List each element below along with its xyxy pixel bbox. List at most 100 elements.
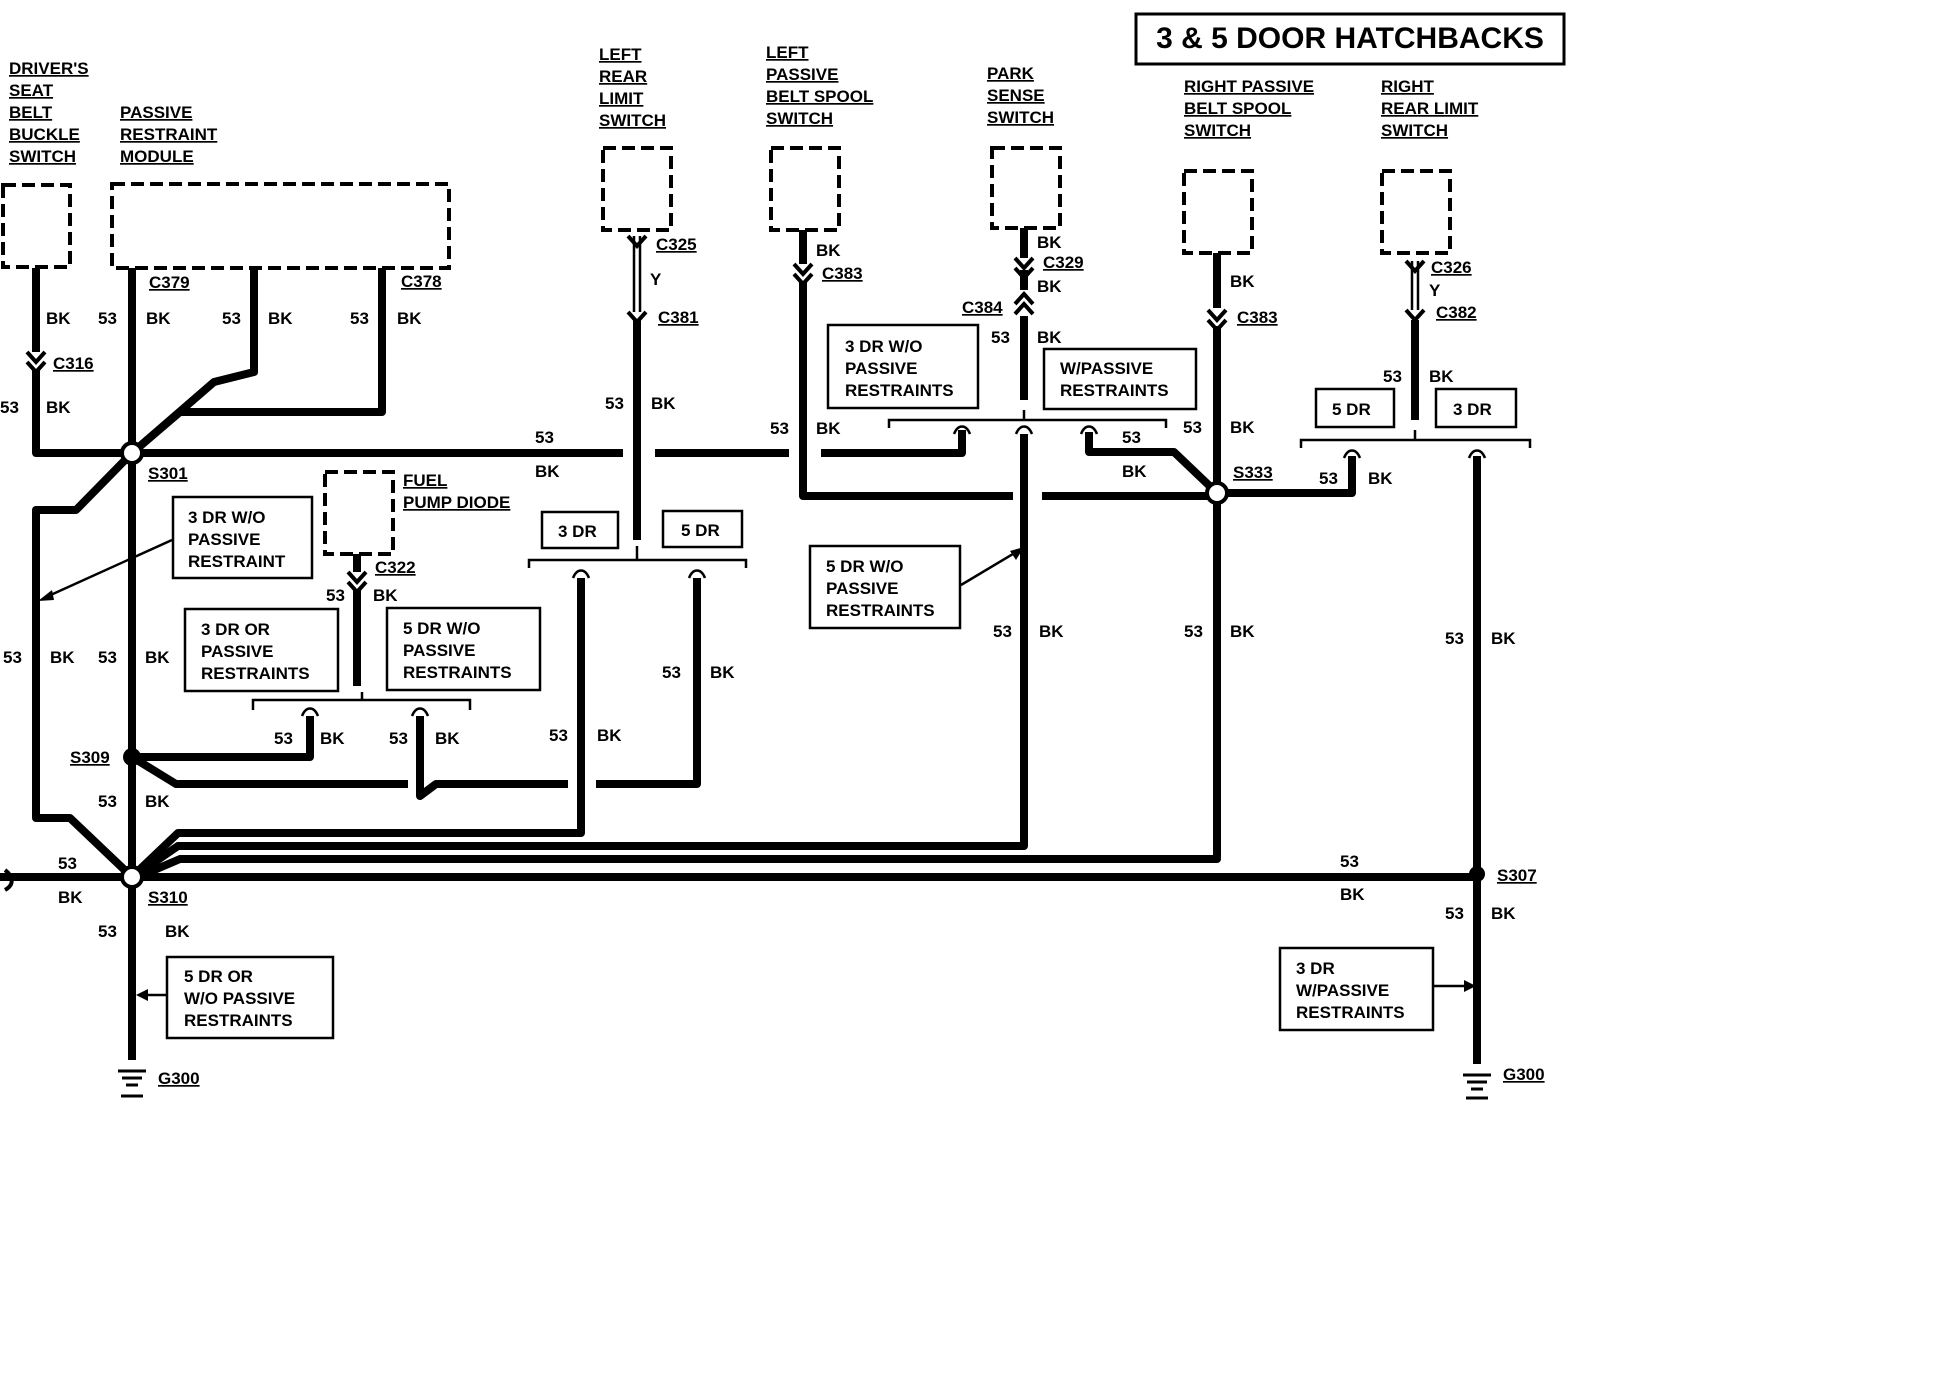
drivers-buckle-label-3: BELT — [9, 103, 53, 122]
wire-color: BK — [1039, 622, 1064, 641]
note-3dr-w-pr-2: W/PASSIVE — [1296, 981, 1389, 1000]
grounds — [118, 1069, 1491, 1100]
wire-color: BK — [597, 726, 622, 745]
connector-c381: C381 — [658, 308, 699, 327]
wire-color: BK — [816, 419, 841, 438]
note-3dr-or-pr-1: 3 DR OR — [201, 620, 270, 639]
wire-circuit: 53 — [1122, 428, 1141, 447]
wire-color: BK — [1037, 277, 1062, 296]
note-boxes: 3 DR W/O PASSIVE RESTRAINT 3 DR OR PASSI… — [165, 323, 1518, 1040]
note-5dr-wo-pr-a-2: PASSIVE — [403, 641, 475, 660]
wire-circuit: 53 — [770, 419, 789, 438]
wire-color: BK — [535, 462, 560, 481]
note-3dr-b: 3 DR — [1453, 400, 1492, 419]
fuel-pump-diode-label-1: FUEL — [403, 471, 447, 490]
fuel-pump-diode-box — [323, 470, 395, 556]
note-5dr-wo-pr-a-1: 5 DR W/O — [403, 619, 480, 638]
note-3dr-a: 3 DR — [558, 522, 597, 541]
right-rear-limit-label-2: REAR LIMIT — [1381, 99, 1479, 118]
note-3dr-w-pr-1: 3 DR — [1296, 959, 1335, 978]
connector-c329: C329 — [1043, 253, 1084, 272]
wire-color: BK — [1429, 367, 1454, 386]
park-sense-switch-box — [990, 146, 1062, 230]
splice-label-s310: S310 — [148, 888, 188, 907]
right-rear-limit-switch-box — [1380, 169, 1452, 255]
wire-color: BK — [1230, 622, 1255, 641]
reference-labels: C379 C378 C316 C325 C381 C383 C329 C384 … — [53, 235, 1545, 1088]
prm-label-3: MODULE — [120, 147, 194, 166]
connector-c325: C325 — [656, 235, 697, 254]
wire-color: BK — [46, 398, 71, 417]
connector-c378: C378 — [401, 272, 442, 291]
wire-color: BK — [397, 309, 422, 328]
prm-label-2: RESTRAINT — [120, 125, 218, 144]
note-3dr-wo-prs-2: PASSIVE — [845, 359, 917, 378]
park-sense-label-3: SWITCH — [987, 108, 1054, 127]
wire-circuit: 53 — [1183, 418, 1202, 437]
wire-circuit: 53 — [549, 726, 568, 745]
wire-circuit: 53 — [993, 622, 1012, 641]
note-w-pr-2: RESTRAINTS — [1060, 381, 1169, 400]
note-3dr-wo-prs-1: 3 DR W/O — [845, 337, 922, 356]
prm-label-1: PASSIVE — [120, 103, 192, 122]
wire-color: BK — [1122, 462, 1147, 481]
right-rear-limit-label-1: RIGHT — [1381, 77, 1435, 96]
wire-color: BK — [1491, 629, 1516, 648]
wire-circuit: 53 — [98, 648, 117, 667]
wire-circuit: 53 — [1383, 367, 1402, 386]
note-w-pr-1: W/PASSIVE — [1060, 359, 1153, 378]
note-5dr-or-wo-pr-2: W/O PASSIVE — [184, 989, 295, 1008]
connector-c383-left: C383 — [822, 264, 863, 283]
wire-circuit: 53 — [350, 309, 369, 328]
wire-color: BK — [1368, 469, 1393, 488]
wire-labels: BK 53 BK 53 BK 53 BK 53 BK 53 BK 53 BK Y… — [0, 233, 1516, 941]
park-sense-label-2: SENSE — [987, 86, 1045, 105]
wire-circuit: 53 — [3, 648, 22, 667]
wire-circuit: 53 — [389, 729, 408, 748]
wire-circuit: 53 — [1445, 629, 1464, 648]
right-spool-label-3: SWITCH — [1184, 121, 1251, 140]
wire-circuit: 53 — [0, 398, 19, 417]
connector-c322: C322 — [375, 558, 416, 577]
note-arrows — [38, 538, 1476, 1001]
drivers-buckle-label-2: SEAT — [9, 81, 54, 100]
connector-c326: C326 — [1431, 258, 1472, 277]
wire-color: BK — [373, 586, 398, 605]
splice-s310 — [120, 865, 144, 889]
ground-label-g300-right: G300 — [1503, 1065, 1545, 1084]
note-3dr-or-pr-3: RESTRAINTS — [201, 664, 310, 683]
note-5dr-wo-pr-b-2: PASSIVE — [826, 579, 898, 598]
wire-circuit: 53 — [98, 922, 117, 941]
wire-circuit: 53 — [1340, 852, 1359, 871]
left-rear-limit-label-4: SWITCH — [599, 111, 666, 130]
splice-s301 — [120, 441, 144, 465]
wire-circuit: 53 — [605, 394, 624, 413]
wire-color: BK — [435, 729, 460, 748]
note-3dr-wo-pr-3: RESTRAINT — [188, 552, 286, 571]
note-3dr-wo-pr-2: PASSIVE — [188, 530, 260, 549]
wire-circuit: 53 — [991, 328, 1010, 347]
note-5dr-or-wo-pr-3: RESTRAINTS — [184, 1011, 293, 1030]
note-5dr-b: 5 DR — [1332, 400, 1371, 419]
note-3dr-w-pr-3: RESTRAINTS — [1296, 1003, 1405, 1022]
wire-color: BK — [1491, 904, 1516, 923]
wire-circuit: 53 — [1445, 904, 1464, 923]
right-spool-label-1: RIGHT PASSIVE — [1184, 77, 1314, 96]
wire-color: BK — [145, 648, 170, 667]
left-spool-label-3: BELT SPOOL — [766, 87, 873, 106]
connector-c383-right: C383 — [1237, 308, 1278, 327]
park-sense-label-1: PARK — [987, 64, 1035, 83]
left-spool-label-1: LEFT — [766, 43, 809, 62]
connector-c382: C382 — [1436, 303, 1477, 322]
wire-color: BK — [816, 241, 841, 260]
wiring-diagram: 3 & 5 DOOR HATCHBACKS DRIVER'S SEAT BELT… — [0, 12, 1566, 1100]
left-rear-limit-label-1: LEFT — [599, 45, 642, 64]
drivers-buckle-switch-box — [1, 183, 72, 269]
wire-color: BK — [58, 888, 83, 907]
wire-color: BK — [1340, 885, 1365, 904]
right-rear-limit-label-3: SWITCH — [1381, 121, 1448, 140]
connector-c316: C316 — [53, 354, 94, 373]
note-3dr-wo-prs-3: RESTRAINTS — [845, 381, 954, 400]
left-spool-label-2: PASSIVE — [766, 65, 838, 84]
title-block: 3 & 5 DOOR HATCHBACKS — [1134, 12, 1566, 66]
